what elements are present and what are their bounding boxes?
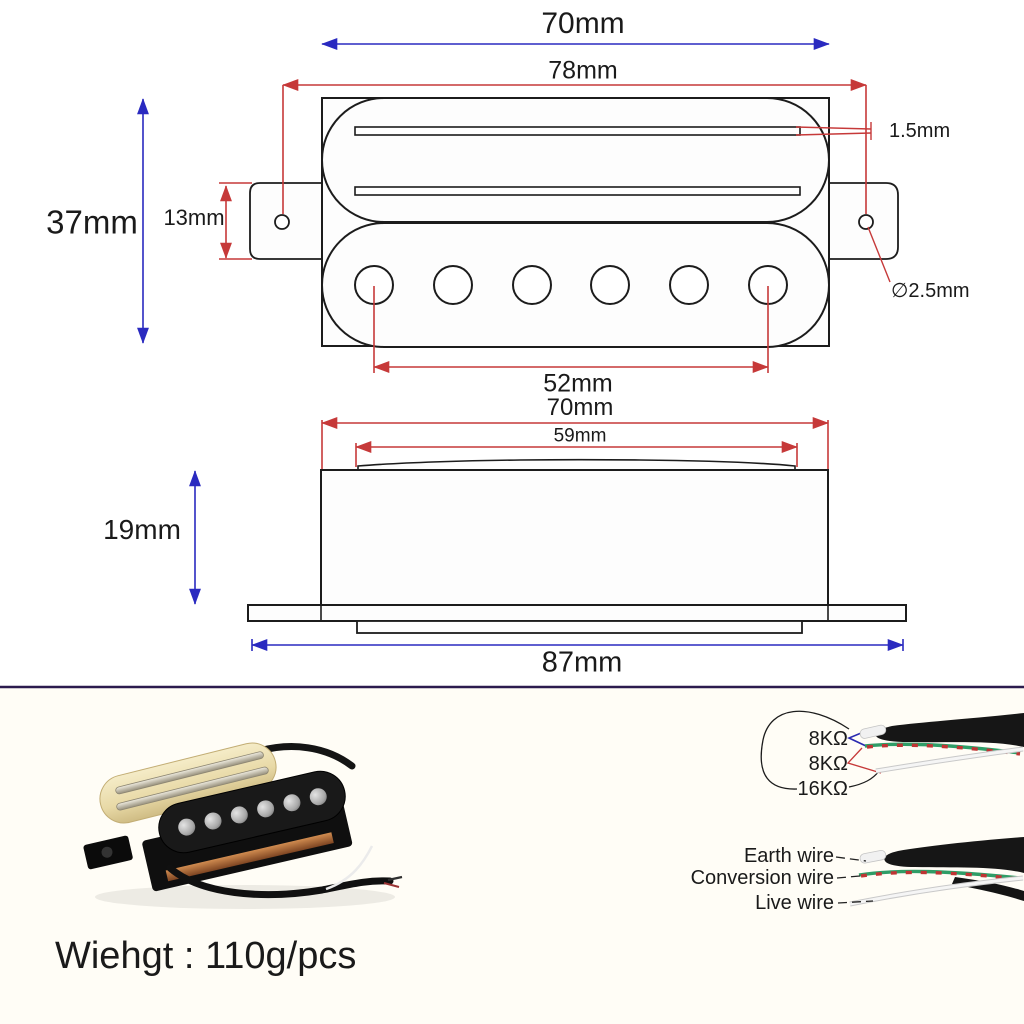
- pole-piece: [309, 788, 327, 806]
- mounting-ear: [83, 835, 133, 870]
- rail-blade: [116, 766, 269, 811]
- side-bottom-block: [356, 620, 803, 634]
- conversion-wire-red: [860, 870, 1021, 881]
- dim-label-59mm: 59mm: [553, 425, 607, 447]
- weight-text: Wiehgt : 110g/pcs: [55, 935, 357, 977]
- rail-slot-2: [354, 186, 801, 196]
- dim-label-19mm: 19mm: [103, 514, 181, 545]
- pole-piece: [204, 812, 222, 830]
- rail-bobbin-outline: [321, 97, 830, 223]
- conversion-wire-label: Conversion wire: [690, 867, 834, 889]
- dim-label-78mm: 78mm: [548, 56, 618, 85]
- wiring-photo-top: [760, 710, 1024, 790]
- wiring-photo-bottom: [835, 837, 1024, 907]
- white-lead: [325, 845, 374, 891]
- pole-piece: [257, 800, 275, 818]
- cream-bobbin: [99, 742, 277, 824]
- side-view-dimensions: [189, 417, 904, 651]
- pole-hole: [590, 265, 630, 305]
- pole-piece: [283, 794, 301, 812]
- earth-wire-tip: [859, 849, 887, 864]
- resistance-label-total: 16KΩ: [797, 778, 848, 800]
- rail-blade: [115, 751, 264, 795]
- pole-piece: [230, 806, 248, 824]
- dim-label-87mm: 87mm: [541, 646, 623, 679]
- live-wire-white: [875, 747, 1024, 773]
- dim-label-2.5mm: ∅2.5mm: [891, 280, 970, 302]
- dim-label-37mm: 37mm: [46, 203, 138, 241]
- dim-leader-1.5mm: [795, 122, 872, 140]
- rail-slot-1: [354, 126, 801, 136]
- wire-tip: [387, 875, 403, 882]
- dim-label-13mm: 13mm: [163, 205, 225, 230]
- pole-hole: [512, 265, 552, 305]
- earth-wire-label: Earth wire: [743, 845, 834, 867]
- side-body-outline: [320, 469, 829, 606]
- cable-sheath: [875, 713, 1024, 747]
- live-wire-white: [849, 876, 1024, 906]
- cable-sheath: [884, 837, 1024, 873]
- dim-label-70mm-top: 70mm: [541, 7, 625, 40]
- coil-winding: [165, 832, 334, 882]
- pickup-photo: [83, 742, 403, 909]
- wire-tip: [383, 882, 400, 888]
- dim-leader-2.5mm: [867, 226, 891, 283]
- resistance-label-coil1: 8KΩ: [808, 728, 848, 750]
- top-view-drawing: [249, 97, 899, 348]
- top-view-dimensions: [137, 38, 891, 373]
- dim-label-1.5mm: 1.5mm: [889, 120, 951, 142]
- black-bobbin: [158, 770, 346, 854]
- earth-wire-tip: [859, 724, 887, 739]
- mount-hole-left: [274, 214, 290, 230]
- pole-bobbin-outline: [321, 222, 830, 348]
- live-wire-label: Live wire: [755, 892, 834, 914]
- mount-hole-right: [858, 214, 874, 230]
- dim-label-52mm: 52mm: [543, 369, 613, 398]
- pole-hole: [669, 265, 709, 305]
- side-baseplate-flange: [247, 604, 907, 622]
- label-leaders: [835, 856, 874, 904]
- pole-piece: [178, 818, 196, 836]
- callout-chevron-coil2: [846, 747, 882, 774]
- resistance-label-coil2: 8KΩ: [808, 753, 848, 775]
- lead-cable: [166, 845, 403, 899]
- dim-label-70mm-side: 70mm: [546, 394, 614, 421]
- pole-hole: [433, 265, 473, 305]
- callout-balloon: [760, 710, 850, 790]
- side-view-drawing: [247, 458, 907, 634]
- pole-holes: [354, 265, 788, 305]
- bobbin-top-lip: [357, 458, 796, 470]
